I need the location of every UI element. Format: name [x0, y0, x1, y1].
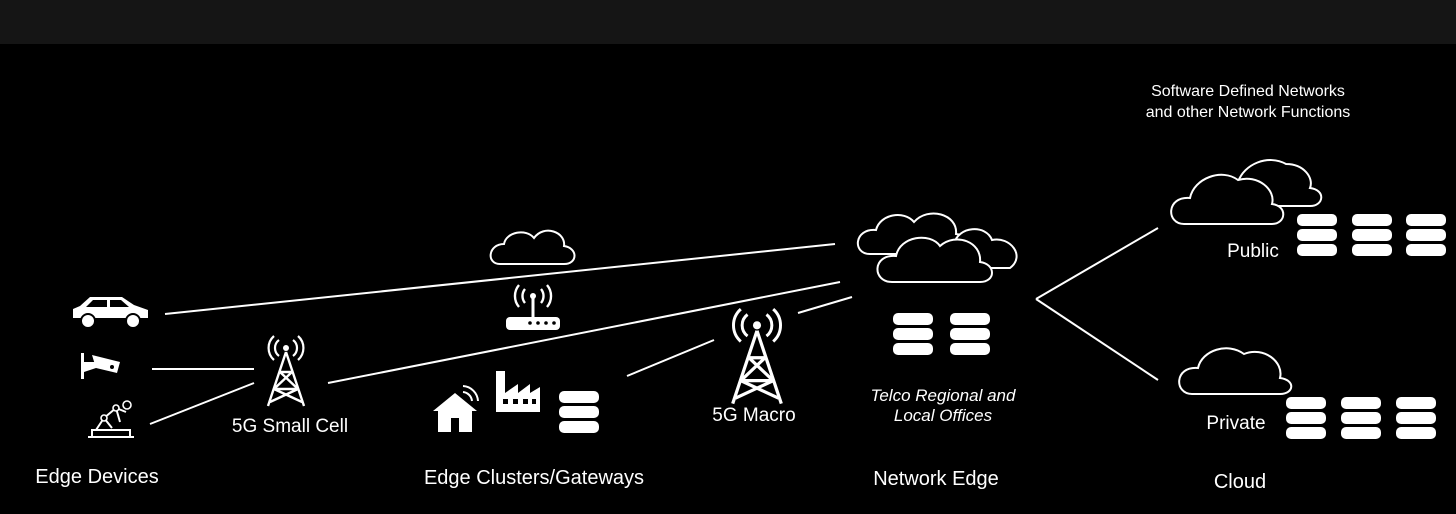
section-cloud: Cloud — [1214, 471, 1266, 493]
connection-lines — [149, 227, 1159, 425]
sdn-label-line2: and other Network Functions — [1146, 104, 1351, 121]
section-edge-devices: Edge Devices — [35, 466, 158, 488]
cell-tower-icon — [731, 307, 783, 406]
telco-label-line2: Local Offices — [894, 406, 993, 425]
cloud-icon — [489, 229, 576, 265]
cell-tower-icon — [266, 334, 306, 408]
server-stack-icon — [893, 313, 990, 355]
private-label: Private — [1206, 413, 1265, 434]
database-icon — [559, 391, 599, 433]
macro-label: 5G Macro — [712, 405, 795, 426]
section-network-edge: Network Edge — [873, 468, 999, 490]
house-icon — [433, 385, 479, 432]
section-edge-clusters: Edge Clusters/Gateways — [424, 467, 644, 489]
security-camera-icon — [81, 353, 120, 379]
wifi-router-icon — [506, 284, 560, 330]
public-label: Public — [1227, 241, 1279, 262]
car-icon — [73, 297, 148, 329]
top-bar — [0, 0, 1456, 44]
server-stack-icon — [1297, 214, 1446, 256]
small-cell-label: 5G Small Cell — [232, 416, 348, 437]
cloud-icon — [1170, 159, 1323, 225]
server-stack-icon — [1286, 397, 1436, 439]
cloud-icon — [1178, 347, 1293, 395]
robot-arm-icon — [88, 400, 134, 438]
telco-label-line1: Telco Regional and — [871, 386, 1016, 405]
cloud-icon — [856, 212, 1018, 283]
sdn-label-line1: Software Defined Networks — [1151, 83, 1345, 100]
factory-icon — [496, 371, 540, 412]
